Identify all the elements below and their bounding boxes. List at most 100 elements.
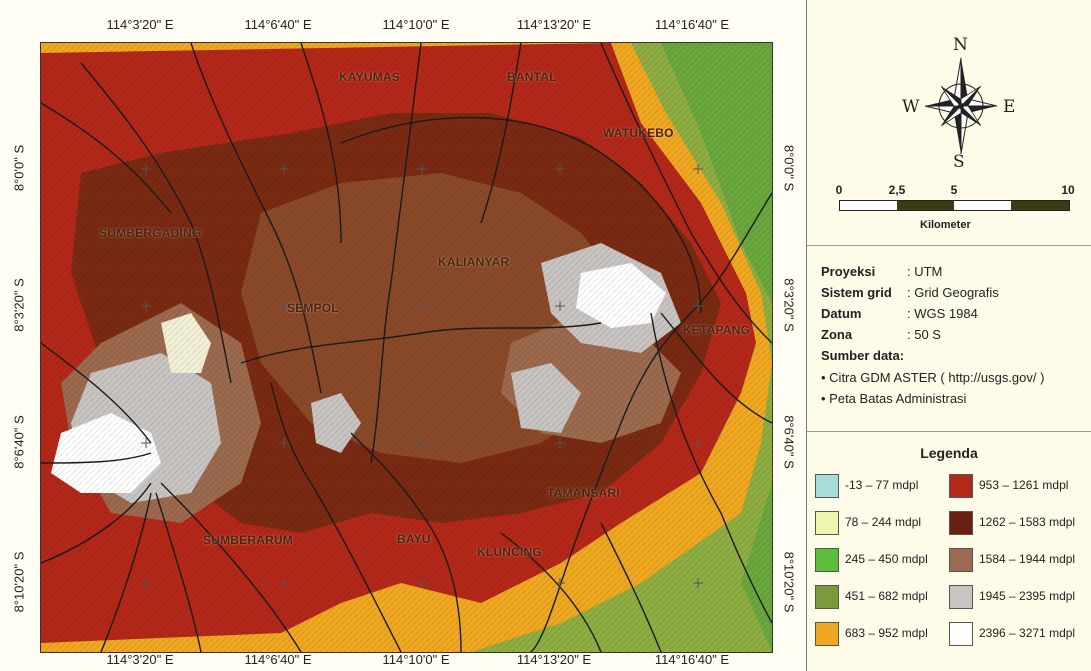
grid-crosses: [141, 164, 703, 588]
hillshade-texture: [41, 43, 772, 652]
source-item: • Citra GDM ASTER ( http://usgs.gov/ ): [821, 370, 1045, 385]
info-key: Zona: [821, 327, 853, 342]
legend-label: 245 – 450 mdpl: [845, 552, 928, 566]
compass-s: S: [953, 152, 965, 172]
lon-tick-top: 114°13'20" E: [516, 17, 592, 32]
legend-label: 1945 – 2395 mdpl: [979, 589, 1076, 603]
lon-tick-top: 114°6'40" E: [244, 17, 312, 32]
lat-tick-right: 8°6'40" S: [781, 415, 797, 469]
place-label: KAYUMAS: [339, 70, 400, 84]
info-value: : WGS 1984: [907, 306, 978, 321]
legend-swatch: [949, 585, 973, 609]
river: [100, 492, 152, 652]
lat-tick-left: 8°10'20" S: [11, 551, 27, 613]
river: [270, 382, 402, 652]
info-value: : UTM: [907, 264, 943, 279]
map-info: Proyeksi : UTM Sistem grid : Grid Geografi…: [807, 246, 1091, 432]
river: [660, 312, 772, 424]
legend-swatch: [949, 548, 973, 572]
compass-w: W: [902, 97, 920, 117]
lat-tick-left: 8°0'0" S: [11, 144, 27, 192]
legend-title: Legenda: [920, 445, 978, 461]
road: [240, 322, 602, 364]
river: [155, 492, 202, 652]
place-label: KALIANYAR: [438, 255, 510, 269]
info-value: : 50 S: [907, 327, 941, 342]
place-label: SEMPOL: [287, 301, 339, 315]
info-row: Zona : 50 S: [821, 327, 941, 342]
map-side-panel: N S E W 0 2,5 5 10 Kilometer Proyeksi : U…: [807, 0, 1091, 671]
legend-swatch: [815, 511, 839, 535]
river: [160, 482, 302, 652]
elevation-map[interactable]: KAYUMAS BANTAL WATUKEBO SUMBERGADING KAL…: [40, 42, 773, 653]
lon-tick-top: 114°3'20" E: [106, 17, 174, 32]
river: [500, 532, 602, 652]
legend-swatch: [815, 585, 839, 609]
legend-label: 953 – 1261 mdpl: [979, 478, 1069, 492]
lat-tick-left: 8°6'40" S: [11, 415, 27, 469]
legend-label: -13 – 77 mdpl: [845, 478, 919, 492]
place-label: TAMANSARI: [547, 486, 620, 500]
legend-swatch: [815, 474, 839, 498]
lon-tick-top: 114°10'0" E: [382, 17, 450, 32]
info-key: Proyeksi: [821, 264, 876, 279]
river: [530, 192, 772, 652]
info-value: : Grid Geografis: [907, 285, 999, 300]
compass-e: E: [1003, 97, 1016, 117]
compass-n: N: [953, 35, 968, 55]
lon-tick-bottom: 114°10'0" E: [382, 652, 450, 667]
scale-label: 0: [835, 183, 843, 197]
river: [300, 43, 342, 244]
legend-label: 2396 – 3271 mdpl: [979, 626, 1076, 640]
legend-label: 1262 – 1583 mdpl: [979, 515, 1076, 529]
river: [41, 342, 152, 444]
north-arrow-and-scale: N S E W 0 2,5 5 10 Kilometer: [807, 0, 1091, 246]
river: [600, 43, 772, 344]
river: [41, 102, 172, 214]
info-key: Sistem grid: [821, 285, 892, 300]
river: [370, 43, 422, 464]
info-row: Datum : WGS 1984: [821, 306, 978, 321]
lat-tick-right: 8°3'20" S: [781, 278, 797, 332]
legend-swatch: [949, 622, 973, 646]
river-network: [41, 43, 772, 652]
river: [41, 482, 152, 564]
river: [80, 62, 232, 384]
info-key: Datum: [821, 306, 862, 321]
lat-tick-right: 8°10'20" S: [781, 551, 797, 613]
river: [650, 312, 772, 624]
place-label: BANTAL: [507, 70, 557, 84]
river: [480, 43, 522, 224]
place-label: SUMBERGADING: [99, 226, 202, 240]
scale-bar: [839, 200, 1070, 211]
info-row: Proyeksi : UTM: [821, 264, 942, 279]
legend-swatch: [815, 548, 839, 572]
source-item: • Peta Batas Administrasi: [821, 391, 967, 406]
lat-tick-right: 8°0'0" S: [781, 144, 797, 192]
scale-label: 2,5: [888, 183, 906, 197]
place-label: KLUNCING: [477, 545, 542, 559]
legend-label: 683 – 952 mdpl: [845, 626, 928, 640]
legend-swatch: [815, 622, 839, 646]
caldera-rim-road: [340, 116, 702, 314]
lon-tick-bottom: 114°16'40" E: [654, 652, 730, 667]
lat-tick-left: 8°3'20" S: [11, 278, 27, 332]
scale-label: 5: [950, 183, 958, 197]
river: [41, 452, 152, 464]
river: [350, 432, 462, 652]
legend-label: 451 – 682 mdpl: [845, 589, 928, 603]
legend-label: 78 – 244 mdpl: [845, 515, 922, 529]
legend-label: 1584 – 1944 mdpl: [979, 552, 1076, 566]
place-label: BAYU: [397, 532, 431, 546]
source-title: Sumber data:: [821, 348, 905, 363]
place-label: WATUKEBO: [603, 126, 674, 140]
lon-tick-bottom: 114°13'20" E: [516, 652, 592, 667]
lon-tick-top: 114°16'40" E: [654, 17, 730, 32]
legend: Legenda -13 – 77 mdpl 78 – 244 mdpl 245 – …: [807, 432, 1091, 671]
legend-swatch: [949, 511, 973, 535]
compass-rose-icon: [924, 57, 998, 155]
river: [600, 522, 662, 652]
river: [190, 43, 322, 394]
lon-tick-bottom: 114°6'40" E: [244, 652, 312, 667]
